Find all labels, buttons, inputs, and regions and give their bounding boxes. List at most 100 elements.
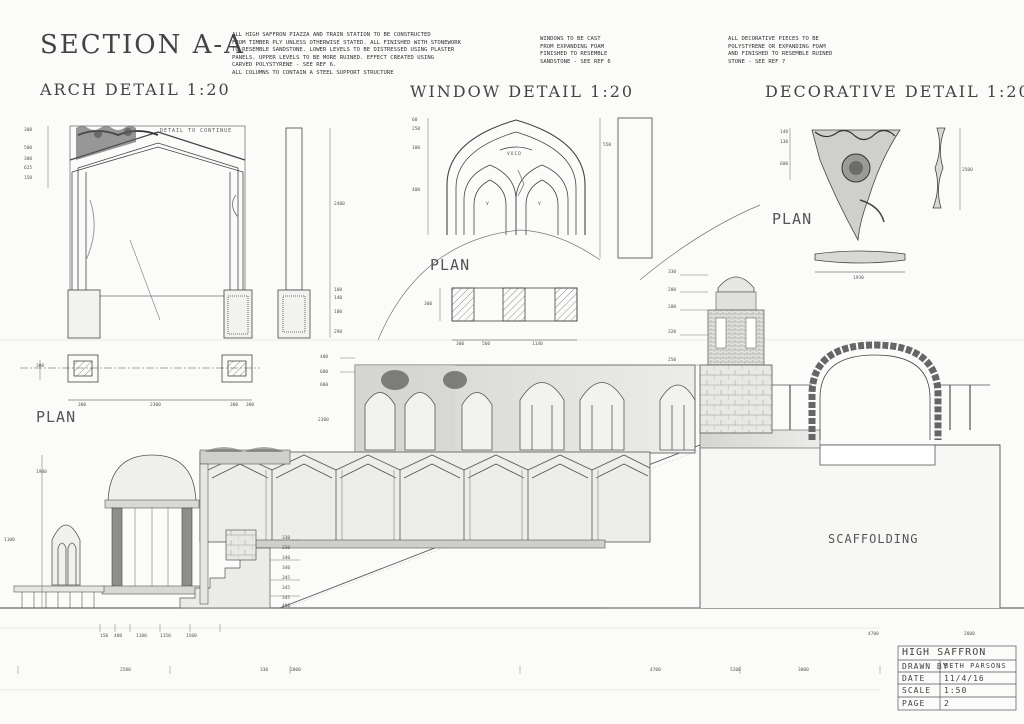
dim-deco-left-1: 140 — [780, 130, 789, 135]
arch-detail-title: ARCH DETAIL 1:20 — [40, 80, 231, 99]
title-block-date-label: DATE — [902, 674, 926, 683]
window-v-label-1: V — [486, 202, 490, 207]
dim-arch-right-1: 100 — [334, 288, 343, 293]
arch-ornament — [76, 126, 136, 160]
dim-tower-3: 200 — [668, 305, 677, 310]
dim-window-plan-3: 1140 — [532, 342, 543, 347]
dim-bottom1-2: 400 — [114, 634, 123, 639]
decorative-plan-label: PLAN — [772, 210, 813, 228]
dim-bottom2-5: 5200 — [730, 668, 741, 673]
dim-window-left-4: 400 — [412, 188, 421, 193]
dim-tower-5: 250 — [668, 358, 677, 363]
dim-step-3: 340 — [282, 556, 291, 561]
decorative-ornament — [811, 129, 901, 242]
dim-arch-plan-side: 300 — [36, 364, 45, 369]
upper-arcade-windows — [364, 382, 696, 451]
dimension-ticks — [39, 118, 961, 608]
dim-step-6: 345 — [282, 586, 291, 591]
general-construction-note: ALL HIGH SAFFRON PIAZZA AND TRAIN STATIO… — [232, 32, 462, 76]
dim-window-plan-1: 300 — [456, 342, 465, 347]
dim-deco-left-2: 130 — [780, 140, 789, 145]
window-side-view — [617, 117, 653, 259]
window-crack — [517, 169, 525, 197]
dim-bottom1-5: 1500 — [186, 634, 197, 639]
dim-tower-2: 200 — [668, 288, 677, 293]
dim-bottom2-6: 3000 — [798, 668, 809, 673]
dim-arch-plan-bottom-1: 300 — [78, 403, 87, 408]
dim-arch-plan-bottom-2: 2300 — [150, 403, 161, 408]
dim-low-1: 1900 — [36, 470, 47, 475]
arch-crack-right — [232, 194, 239, 218]
decorative-note: ALL DECORATIVE PIECES TO BE POLYSTYRENE … — [728, 36, 833, 65]
arch-pillar-side — [277, 127, 311, 339]
rotunda — [101, 454, 203, 595]
dim-arch-plan-bottom-3: 300 — [230, 403, 239, 408]
section-title: SECTION A-A — [40, 30, 245, 60]
dim-bottom2-3: 2000 — [290, 668, 301, 673]
title-block-page: 2 — [944, 699, 950, 708]
arch-plan-label: PLAN — [36, 408, 77, 426]
balustrade — [13, 585, 105, 608]
dim-window-plan-2: 560 — [482, 342, 491, 347]
dim-arch-left-5: 150 — [24, 176, 33, 181]
dim-step-7: 345 — [282, 596, 291, 601]
dim-step-8: 400 — [282, 604, 291, 609]
dim-window-left-3: 100 — [412, 146, 421, 151]
dim-arch-left-1: 300 — [24, 128, 33, 133]
void-label: VOID — [507, 152, 522, 157]
dim-bottom2-4: 4700 — [650, 668, 661, 673]
title-block-scale: 1:50 — [944, 686, 968, 695]
dim-main-4: 600 — [320, 383, 329, 388]
title-block-scale-label: SCALE — [902, 686, 932, 695]
dim-window-plan-side: 300 — [424, 302, 433, 307]
arch-plan — [20, 354, 260, 401]
dim-deco-height: 2500 — [962, 168, 973, 173]
dim-step-4: 340 — [282, 566, 291, 571]
cloister-base — [254, 539, 606, 549]
scaffolding-block — [279, 429, 1001, 609]
window-plan — [451, 287, 578, 341]
decorative-detail-title: DECORATIVE DETAIL 1:20 — [765, 82, 1024, 101]
dim-deco-plan: 1930 — [853, 276, 864, 281]
dim-main-1: 400 — [320, 355, 329, 360]
title-block-frame — [897, 645, 1017, 711]
dim-tower-1: 330 — [668, 270, 677, 275]
dim-window-height: 550 — [603, 143, 612, 148]
dim-step-5: 345 — [282, 576, 291, 581]
level-lines — [270, 274, 708, 597]
dim-deco-left-3: 600 — [780, 162, 789, 167]
dim-right-2: 2800 — [964, 632, 975, 637]
scaffolding-label: SCAFFOLDING — [828, 532, 919, 546]
dim-main-2: 2300 — [318, 418, 329, 423]
window-detail-elevation — [446, 119, 586, 235]
title-block-project: HIGH SAFFRON — [902, 647, 987, 658]
title-block-page-label: PAGE — [902, 699, 926, 708]
dim-arch-left-2: 500 — [24, 146, 33, 151]
tower — [699, 276, 773, 434]
dim-right-1: 4700 — [868, 632, 879, 637]
decorative-side-view — [932, 127, 946, 209]
dim-arch-right-2: 140 — [334, 296, 343, 301]
window-detail-title: WINDOW DETAIL 1:20 — [410, 82, 635, 101]
detail-to-continue-label: DETAIL TO CONTINUE — [160, 128, 233, 134]
dim-arch-left-4: 625 — [24, 166, 33, 171]
dim-bottom1-3: 1100 — [136, 634, 147, 639]
portico — [199, 447, 291, 605]
title-block-drawn-by: BETH PARSONS — [944, 662, 1007, 670]
dim-arch-height: 2400 — [334, 202, 345, 207]
dim-bottom2-2: 330 — [260, 668, 269, 673]
dim-window-left-1: 60 — [412, 118, 418, 123]
bottom-dimension-ticks — [17, 624, 881, 674]
arch-crack — [85, 199, 95, 261]
dim-arch-plan-bottom-4: 300 — [246, 403, 255, 408]
title-block-drawn-by-label: DRAWN BY — [902, 662, 949, 671]
arch-detail-elevation — [67, 125, 253, 339]
upper-arcade-ornaments — [381, 370, 467, 390]
window-leader — [377, 229, 601, 341]
dim-bottom1-4: 1150 — [160, 634, 171, 639]
dim-tower-4: 320 — [668, 330, 677, 335]
dim-arch-right-4: 290 — [334, 330, 343, 335]
small-gothic-window — [51, 524, 81, 586]
